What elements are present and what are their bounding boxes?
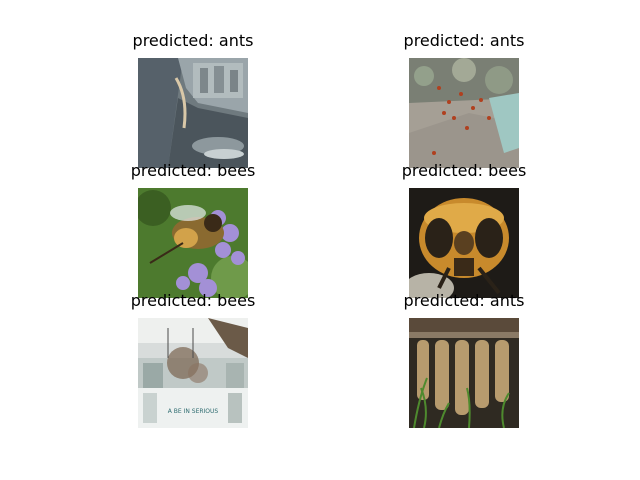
panel-3-image (138, 188, 248, 298)
ants-on-rock-photo (409, 58, 519, 168)
bee-face-photo (409, 188, 519, 298)
panel-1-image (138, 58, 248, 168)
panel-4-title: predicted: bees (401, 161, 527, 180)
panel-6: predicted: ants (404, 291, 524, 428)
panel-5-image: A BE IN SERIOUS (138, 318, 248, 428)
panel-3: predicted: bees (131, 161, 255, 298)
panel-5-title: predicted: bees (130, 291, 256, 310)
indoor-exhibit-photo: A BE IN SERIOUS (138, 318, 248, 428)
bee-on-lavender-photo (138, 188, 248, 298)
panel-4-image (409, 188, 519, 298)
panel-1-title: predicted: ants (132, 31, 254, 50)
exhibit-sign-text: A BE IN SERIOUS (168, 408, 219, 415)
panel-4: predicted: bees (402, 161, 526, 298)
panel-2-image (409, 58, 519, 168)
panel-2: predicted: ants (404, 31, 524, 168)
panel-3-title: predicted: bees (130, 161, 256, 180)
panel-5: predicted: bees A BE IN SERIOUS (131, 291, 255, 428)
panel-2-title: predicted: ants (403, 31, 525, 50)
panel-6-title: predicted: ants (403, 291, 525, 310)
hive-frames-photo (409, 318, 519, 428)
panel-6-image (409, 318, 519, 428)
wet-surface-photo (138, 58, 248, 168)
panel-1: predicted: ants (133, 31, 253, 168)
